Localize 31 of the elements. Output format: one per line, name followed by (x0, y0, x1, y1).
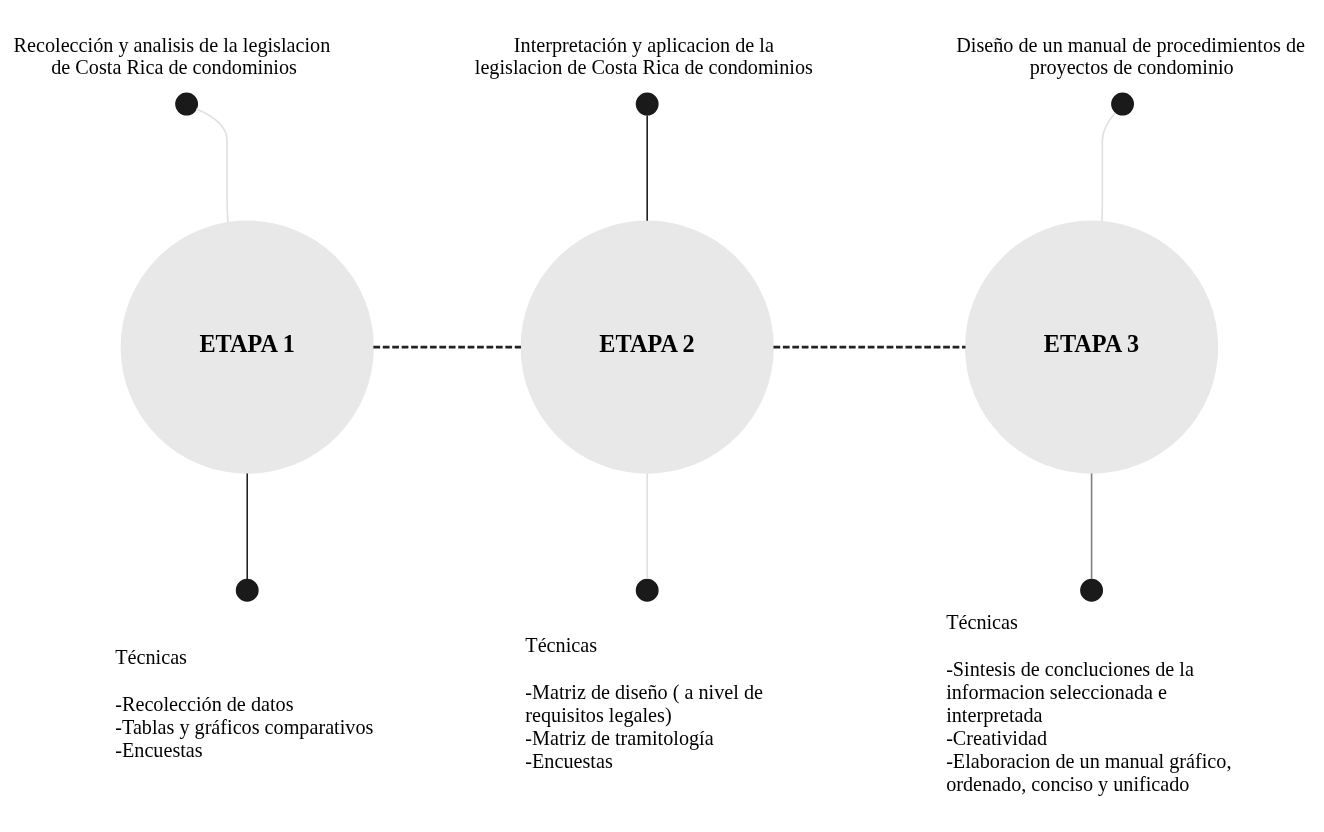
connector (373, 345, 521, 348)
node-label: -Matriz de tramitología (525, 726, 714, 749)
connector (646, 113, 648, 222)
node-label: Interpretación y aplicacion de la legislacion de Costa Rica de condominios (474, 33, 813, 78)
node-circle (175, 92, 199, 115)
node-label: -Encuestas (115, 738, 203, 761)
connector (773, 345, 966, 348)
connector (1090, 472, 1093, 580)
node-label: -Tablas y gráficos comparativos (115, 715, 374, 738)
node-label: -Sintesis de concluciones de la informacion seleccionada e interpretada (946, 657, 1194, 726)
node-label: Diseño de un manual de procedimientos de proyectos de condominio (956, 33, 1305, 78)
node-label: -Creatividad (946, 726, 1048, 749)
node-circle (635, 578, 659, 602)
connector (195, 107, 229, 223)
node-label: Técnicas (115, 645, 187, 668)
node-circle (635, 92, 659, 115)
node-circle: ETAPA 1 (120, 220, 374, 474)
node-circle: ETAPA 2 (520, 220, 774, 474)
node-label: Recolección y analisis de la legislacion de Costa Rica de condominios (13, 33, 331, 78)
connector (1101, 111, 1117, 222)
node-label: -Recolección de datos (115, 692, 294, 715)
node-circle (1111, 92, 1134, 115)
node-circle (1080, 578, 1104, 602)
node-label: -Elaboracion de un manual gráfico, ordenado, conciso y unificado (946, 749, 1232, 795)
node-circle (235, 578, 259, 602)
node-label: -Encuestas (525, 749, 613, 772)
node-label: Técnicas (946, 610, 1018, 633)
node-label: -Matriz de diseño ( a nivel de requisitos legales) (525, 680, 763, 726)
connector (246, 472, 249, 580)
node-label: Técnicas (525, 633, 598, 656)
node-circle: ETAPA 3 (965, 220, 1219, 474)
